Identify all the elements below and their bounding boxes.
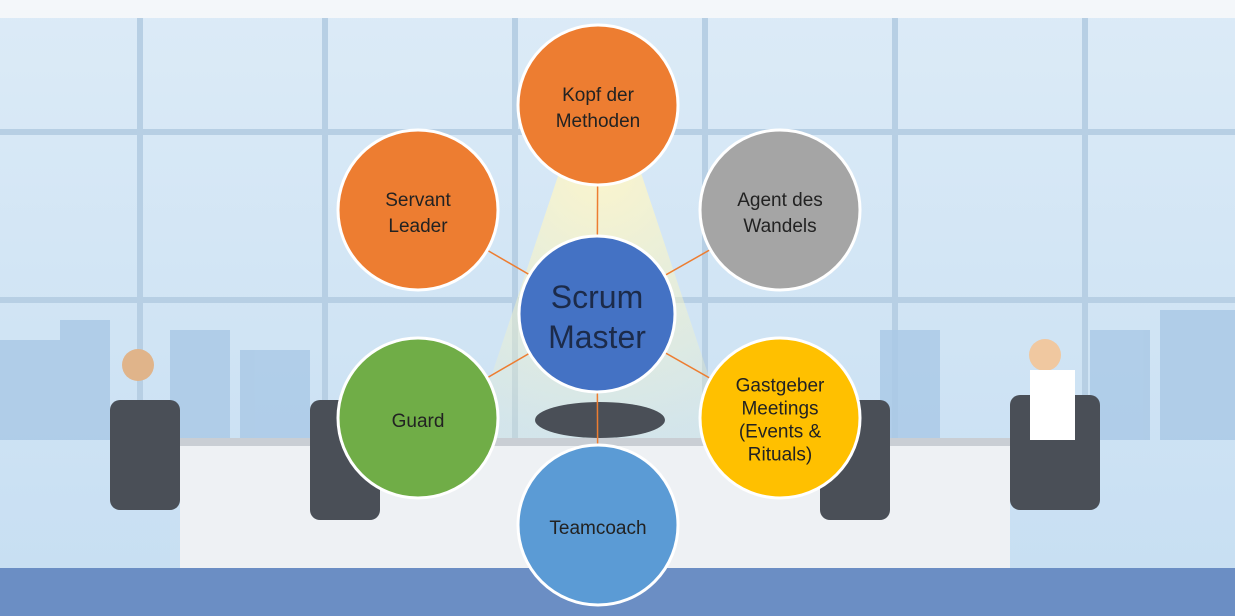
node-servant-circle: [336, 128, 500, 292]
node-kopf-label-line: Kopf der: [562, 85, 634, 106]
node-teamcoach: Teamcoach: [516, 443, 680, 607]
node-teamcoach-label: Teamcoach: [549, 518, 646, 539]
node-gastgeber-label-line: Rituals): [748, 445, 812, 466]
node-kopf-label-line: Methoden: [556, 111, 641, 132]
node-teamcoach-circle: [516, 443, 680, 607]
node-scrum-master-label-line: Master: [548, 319, 646, 355]
node-servant-label-line: Leader: [388, 216, 448, 237]
node-guard-label-line: Guard: [392, 411, 445, 432]
node-servant-label-line: Servant: [385, 190, 451, 211]
node-kopf-circle: [516, 23, 680, 187]
node-guard: Guard: [336, 336, 500, 500]
node-guard-label: Guard: [392, 411, 445, 432]
node-scrum-master-label-line: Scrum: [551, 279, 643, 315]
node-gastgeber-label-line: Meetings: [741, 399, 818, 420]
node-gastgeber-label-line: (Events &: [739, 422, 822, 443]
node-guard-circle: [336, 336, 500, 500]
node-gastgeber-circle: [698, 336, 862, 500]
node-scrum-master-circle: [517, 234, 677, 394]
node-teamcoach-label-line: Teamcoach: [549, 518, 646, 539]
node-agent-label-line: Wandels: [743, 216, 816, 237]
node-agent-circle: [698, 128, 862, 292]
node-agent-label-line: Agent des: [737, 190, 823, 211]
node-gastgeber-label-line: Gastgeber: [736, 376, 825, 397]
